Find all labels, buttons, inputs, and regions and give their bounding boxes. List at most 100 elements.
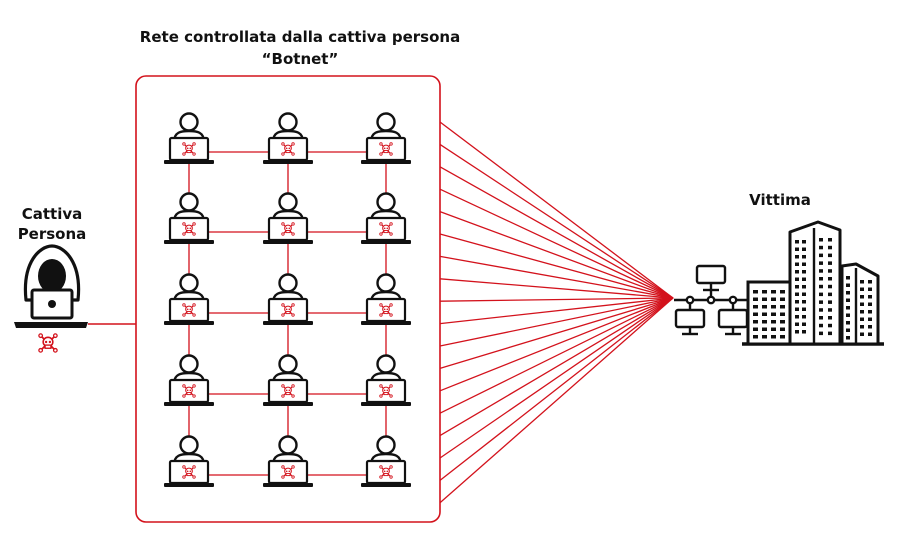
window bbox=[780, 327, 785, 331]
window bbox=[819, 253, 823, 258]
window bbox=[753, 297, 758, 301]
window bbox=[762, 290, 767, 294]
window bbox=[860, 287, 864, 291]
skull-icon bbox=[182, 222, 196, 236]
window bbox=[828, 238, 832, 242]
window bbox=[795, 300, 799, 304]
window bbox=[819, 277, 823, 281]
hooded-hacker-icon bbox=[14, 244, 88, 328]
window bbox=[762, 335, 767, 339]
window bbox=[860, 325, 864, 329]
botnet-title-line2: “Botnet” bbox=[261, 50, 339, 68]
window bbox=[802, 247, 806, 251]
window bbox=[802, 307, 806, 311]
attack-line bbox=[439, 121, 674, 299]
window bbox=[846, 313, 850, 317]
window bbox=[771, 297, 776, 301]
attack-line bbox=[439, 278, 674, 299]
window bbox=[819, 331, 823, 336]
window bbox=[780, 290, 785, 294]
skull-icon bbox=[281, 465, 295, 479]
window bbox=[860, 295, 864, 299]
window bbox=[771, 290, 776, 294]
bot-user-r4-c2 bbox=[263, 354, 313, 406]
attack-line bbox=[439, 297, 674, 481]
network-icon bbox=[674, 264, 749, 336]
window bbox=[795, 330, 799, 334]
window bbox=[868, 295, 872, 299]
window bbox=[819, 292, 823, 297]
skull-icon bbox=[182, 142, 196, 156]
attacker-label-line1: Cattiva bbox=[21, 205, 83, 223]
window bbox=[868, 287, 872, 291]
window bbox=[753, 327, 758, 331]
window bbox=[846, 306, 850, 310]
window bbox=[795, 285, 799, 289]
window bbox=[780, 305, 785, 309]
window bbox=[795, 255, 799, 259]
window bbox=[828, 316, 832, 320]
attack-line bbox=[439, 297, 674, 504]
window bbox=[828, 323, 832, 328]
botnet-title-line1: Rete controllata dalla cattiva persona bbox=[139, 28, 461, 46]
attack-line bbox=[439, 233, 674, 299]
window bbox=[819, 323, 823, 328]
attack-line bbox=[439, 255, 674, 299]
bot-user-r1-c2 bbox=[263, 112, 313, 164]
attack-line bbox=[439, 297, 674, 370]
window bbox=[819, 245, 823, 250]
bot-user-r3-c2 bbox=[263, 273, 313, 325]
bot-user-r2-c2 bbox=[263, 192, 313, 244]
window bbox=[828, 284, 832, 289]
window bbox=[795, 262, 799, 266]
window bbox=[795, 240, 799, 244]
window bbox=[868, 310, 872, 314]
window bbox=[762, 297, 767, 301]
window bbox=[802, 255, 806, 259]
victim-label: Vittima bbox=[749, 191, 811, 209]
botnet-nodes bbox=[164, 112, 411, 487]
window bbox=[828, 245, 832, 250]
window bbox=[846, 336, 850, 340]
window bbox=[802, 277, 806, 281]
attack-line bbox=[439, 297, 674, 459]
bot-user-r1-c3 bbox=[361, 112, 411, 164]
attack-line bbox=[439, 297, 674, 414]
window bbox=[795, 307, 799, 311]
window bbox=[802, 285, 806, 289]
window bbox=[860, 317, 864, 321]
window bbox=[802, 240, 806, 244]
window bbox=[846, 283, 850, 287]
window bbox=[828, 308, 832, 312]
office-buildings-icon bbox=[742, 220, 884, 346]
window bbox=[753, 320, 758, 324]
window bbox=[802, 300, 806, 304]
skull-icon bbox=[379, 142, 393, 156]
window bbox=[868, 280, 872, 284]
attack-lines bbox=[439, 121, 674, 504]
bot-user-r5-c1 bbox=[164, 435, 214, 487]
window bbox=[753, 290, 758, 294]
bot-user-r2-c1 bbox=[164, 192, 214, 244]
window bbox=[846, 298, 850, 302]
attack-line bbox=[439, 210, 674, 299]
window bbox=[795, 277, 799, 281]
skull-icon bbox=[379, 303, 393, 317]
window bbox=[860, 302, 864, 306]
botnet-title: Rete controllata dalla cattiva persona “… bbox=[100, 26, 500, 70]
window bbox=[762, 320, 767, 324]
window bbox=[780, 335, 785, 339]
window bbox=[802, 322, 806, 326]
window bbox=[828, 331, 832, 336]
window bbox=[762, 327, 767, 331]
window bbox=[802, 292, 806, 296]
window bbox=[819, 269, 823, 273]
bot-user-r5-c3 bbox=[361, 435, 411, 487]
window bbox=[860, 332, 864, 336]
bot-user-r1-c1 bbox=[164, 112, 214, 164]
bot-user-r3-c1 bbox=[164, 273, 214, 325]
window bbox=[868, 302, 872, 306]
attack-line bbox=[439, 297, 674, 302]
window bbox=[860, 280, 864, 284]
